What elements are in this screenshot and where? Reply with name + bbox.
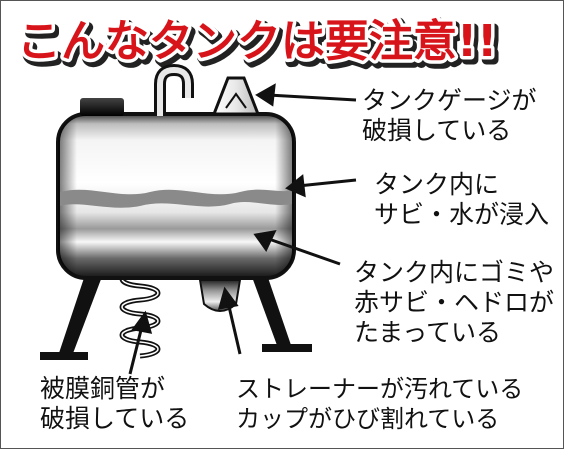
- label-line: 破損している: [40, 404, 190, 433]
- title-banner: こんなタンクは要注意!! こんなタンクは要注意!! こんなタンクは要注意!!: [14, 13, 505, 76]
- title-text: こんなタンクは要注意!!: [17, 16, 497, 67]
- label-line: タンクゲージが: [362, 86, 537, 115]
- label-rust-water: タンク内に サビ・水が浸入: [374, 170, 549, 230]
- oil-tank: [56, 112, 296, 280]
- arrow-pipe: [128, 310, 153, 375]
- label-line: サビ・水が浸入: [374, 200, 550, 229]
- vent-pipe: [154, 63, 194, 116]
- label-line: たまっている: [354, 318, 502, 347]
- callout-arrows: [128, 83, 357, 375]
- label-line: 赤サビ・ヘドロが: [354, 288, 555, 317]
- label-line: タンク内に: [374, 170, 500, 199]
- label-strainer-dirty: ストレーナーが汚れている カップがひび割れている: [236, 374, 523, 434]
- rust-water-band: [60, 189, 292, 208]
- label-tank-gauge-damaged: タンクゲージが 破損している: [362, 86, 537, 146]
- label-line: 破損している: [362, 116, 512, 145]
- tank-legs: [40, 266, 312, 360]
- label-line: ストレーナーが汚れている: [236, 375, 524, 403]
- coated-copper-pipe: [119, 267, 161, 359]
- arrow-rust: [285, 174, 357, 198]
- label-line: カップがひび割れている: [236, 405, 500, 433]
- arrow-debris: [253, 230, 341, 266]
- tank-gauge: [211, 76, 261, 116]
- label-line: タンク内にゴミや: [354, 258, 555, 287]
- fill-cap: [80, 98, 124, 116]
- label-debris-sludge: タンク内にゴミや 赤サビ・ヘドロが たまっている: [354, 258, 554, 348]
- label-copper-pipe-damaged: 被膜銅管が 破損している: [40, 374, 189, 434]
- arrow-gauge: [255, 83, 357, 107]
- title-shadow: こんなタンクは要注意!!: [20, 20, 500, 71]
- arrow-strainer: [217, 286, 242, 355]
- label-line: 被膜銅管が: [40, 374, 166, 403]
- title-outline: こんなタンクは要注意!!: [17, 16, 497, 67]
